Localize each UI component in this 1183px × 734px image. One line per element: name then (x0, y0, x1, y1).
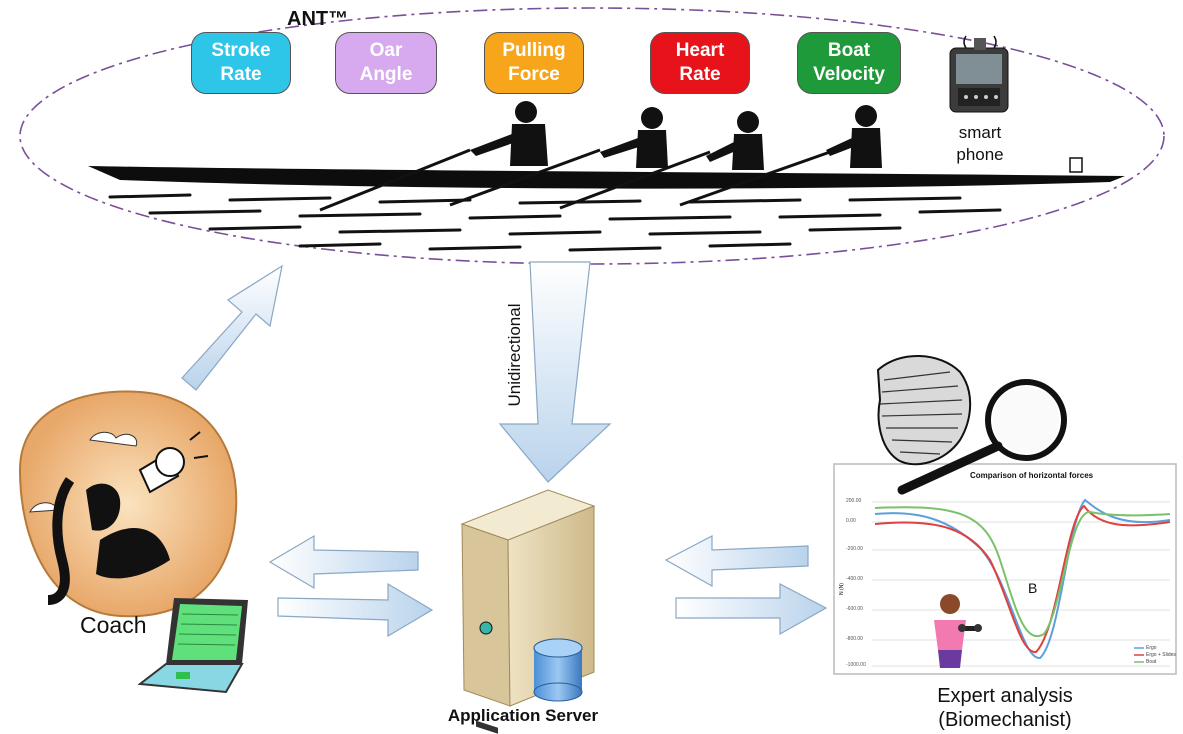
smartphone-label: smart phone (956, 123, 1004, 164)
chart-lines (874, 498, 1171, 660)
sensor-label: Oar Angle (359, 40, 413, 85)
coach-illustration (18, 390, 238, 618)
y-tick: 200.00 (846, 498, 862, 504)
arrow-expert-to-server (664, 535, 809, 588)
sensor-stroke-rate: Stroke Rate (191, 32, 291, 94)
coach-label: Coach (80, 612, 147, 638)
server-label: Application Server (447, 706, 599, 725)
arrow-server-to-coach (268, 534, 419, 590)
rowing-boat-hull (88, 166, 1125, 189)
sensor-label: Stroke Rate (211, 40, 271, 85)
sensor-label: Pulling Force (502, 40, 566, 85)
rower-2 (600, 107, 668, 168)
rower-1 (470, 101, 548, 166)
sensor-heart-rate: Heart Rate (650, 32, 750, 94)
smartphone-icon (949, 35, 1009, 113)
sensor-oar-angle: Oar Angle (335, 32, 437, 94)
rowers (470, 101, 882, 170)
arrow-coach-to-server (277, 582, 434, 638)
legend-item: Ergo + Slides (1146, 652, 1176, 658)
ant-label: ANT™ (287, 8, 349, 30)
server-icon (460, 489, 596, 734)
y-tick: -600.00 (846, 606, 863, 612)
y-tick: 0.00 (846, 518, 856, 524)
legend-item: Ergo (1146, 645, 1157, 651)
arrow-coach-to-boat (181, 264, 283, 391)
arrow-server-to-expert (675, 583, 828, 636)
ant-network-ellipse (19, 7, 1165, 265)
laptop-icon (137, 598, 248, 694)
y-tick: -400.00 (846, 576, 863, 582)
legend-item: Boat (1146, 659, 1157, 665)
expert-chart (833, 463, 1177, 675)
sensor-boat-velocity: Boat Velocity (797, 32, 901, 94)
sensor-label: Boat Velocity (813, 40, 885, 85)
sensor-label: Heart Rate (675, 40, 725, 85)
biomechanist-icon (934, 594, 982, 668)
legend-swatches (1134, 647, 1144, 663)
expert-chart-legend: Ergo Ergo + Slides Boat (1146, 645, 1176, 666)
expert-chart-annotation: B (1028, 580, 1038, 596)
sensor-pulling-force: Pulling Force (484, 32, 584, 94)
oars (319, 148, 831, 212)
expert-chart-yticks: 200.00 0.00 -200.00 -400.00 -600.00 -800… (846, 498, 872, 668)
arrow-unidirectional-down (498, 261, 612, 483)
expert-chart-ylabel: N (N) (838, 583, 845, 595)
y-tick: -200.00 (846, 546, 863, 552)
unidirectional-label: Unidirectional (505, 303, 524, 407)
expert-chart-title: Comparison of horizontal forces (970, 471, 1094, 480)
rower-3 (706, 111, 764, 170)
magnifier-hand-icon (876, 355, 1067, 495)
boat-sensor-box (1069, 157, 1083, 173)
water-strokes (108, 193, 1002, 252)
y-tick: -1000.00 (846, 662, 866, 668)
expert-label: Expert analysis (Biomechanist) (937, 685, 1073, 731)
rower-4 (826, 105, 882, 168)
y-tick: -800.00 (846, 636, 863, 642)
